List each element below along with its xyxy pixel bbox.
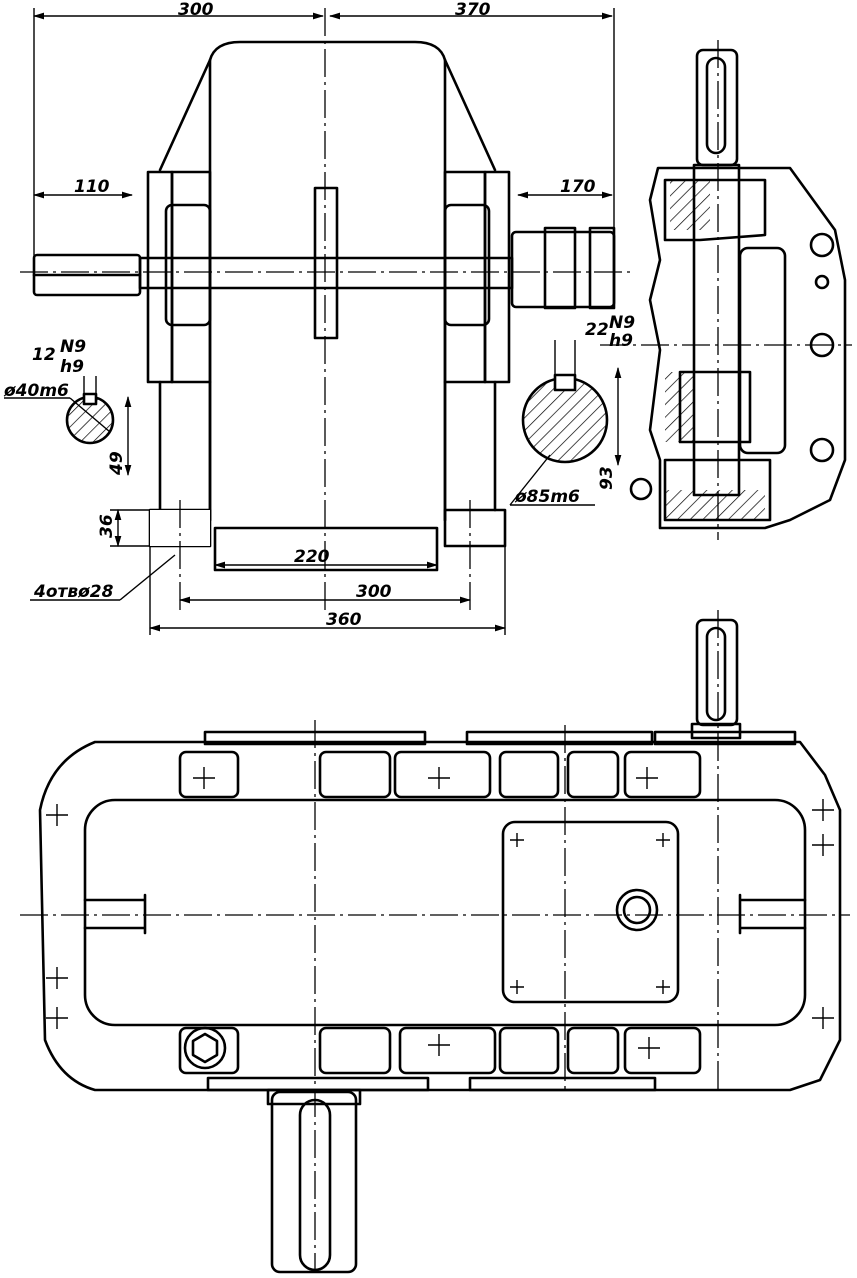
front-view	[4, 8, 630, 635]
dim-110: 110	[74, 177, 110, 197]
top-view	[20, 610, 850, 1274]
dim-d85: ø85m6	[514, 487, 580, 507]
dim-bolt-holes: 4отвø28	[33, 582, 114, 602]
dim-360: 360	[326, 610, 362, 630]
side-view	[600, 40, 852, 540]
dim-49: 49	[107, 451, 127, 476]
dim-220: 220	[294, 547, 330, 567]
tol-n9-input: N9	[60, 337, 86, 357]
dim-300-top: 300	[178, 0, 214, 20]
dim-key-22: 22	[585, 320, 609, 340]
bolt-marks	[46, 767, 834, 1059]
dim-170: 170	[560, 177, 596, 197]
dim-36: 36	[97, 514, 117, 538]
tol-h9-output: h9	[609, 331, 633, 351]
tol-n9-output: N9	[609, 313, 635, 333]
dim-370-top: 370	[455, 0, 491, 20]
dim-key-12: 12	[32, 345, 56, 365]
dim-d40: ø40m6	[3, 381, 69, 401]
dim-300-bolts: 300	[356, 582, 392, 602]
tol-h9-input: h9	[60, 357, 84, 377]
dim-93: 93	[597, 466, 617, 490]
